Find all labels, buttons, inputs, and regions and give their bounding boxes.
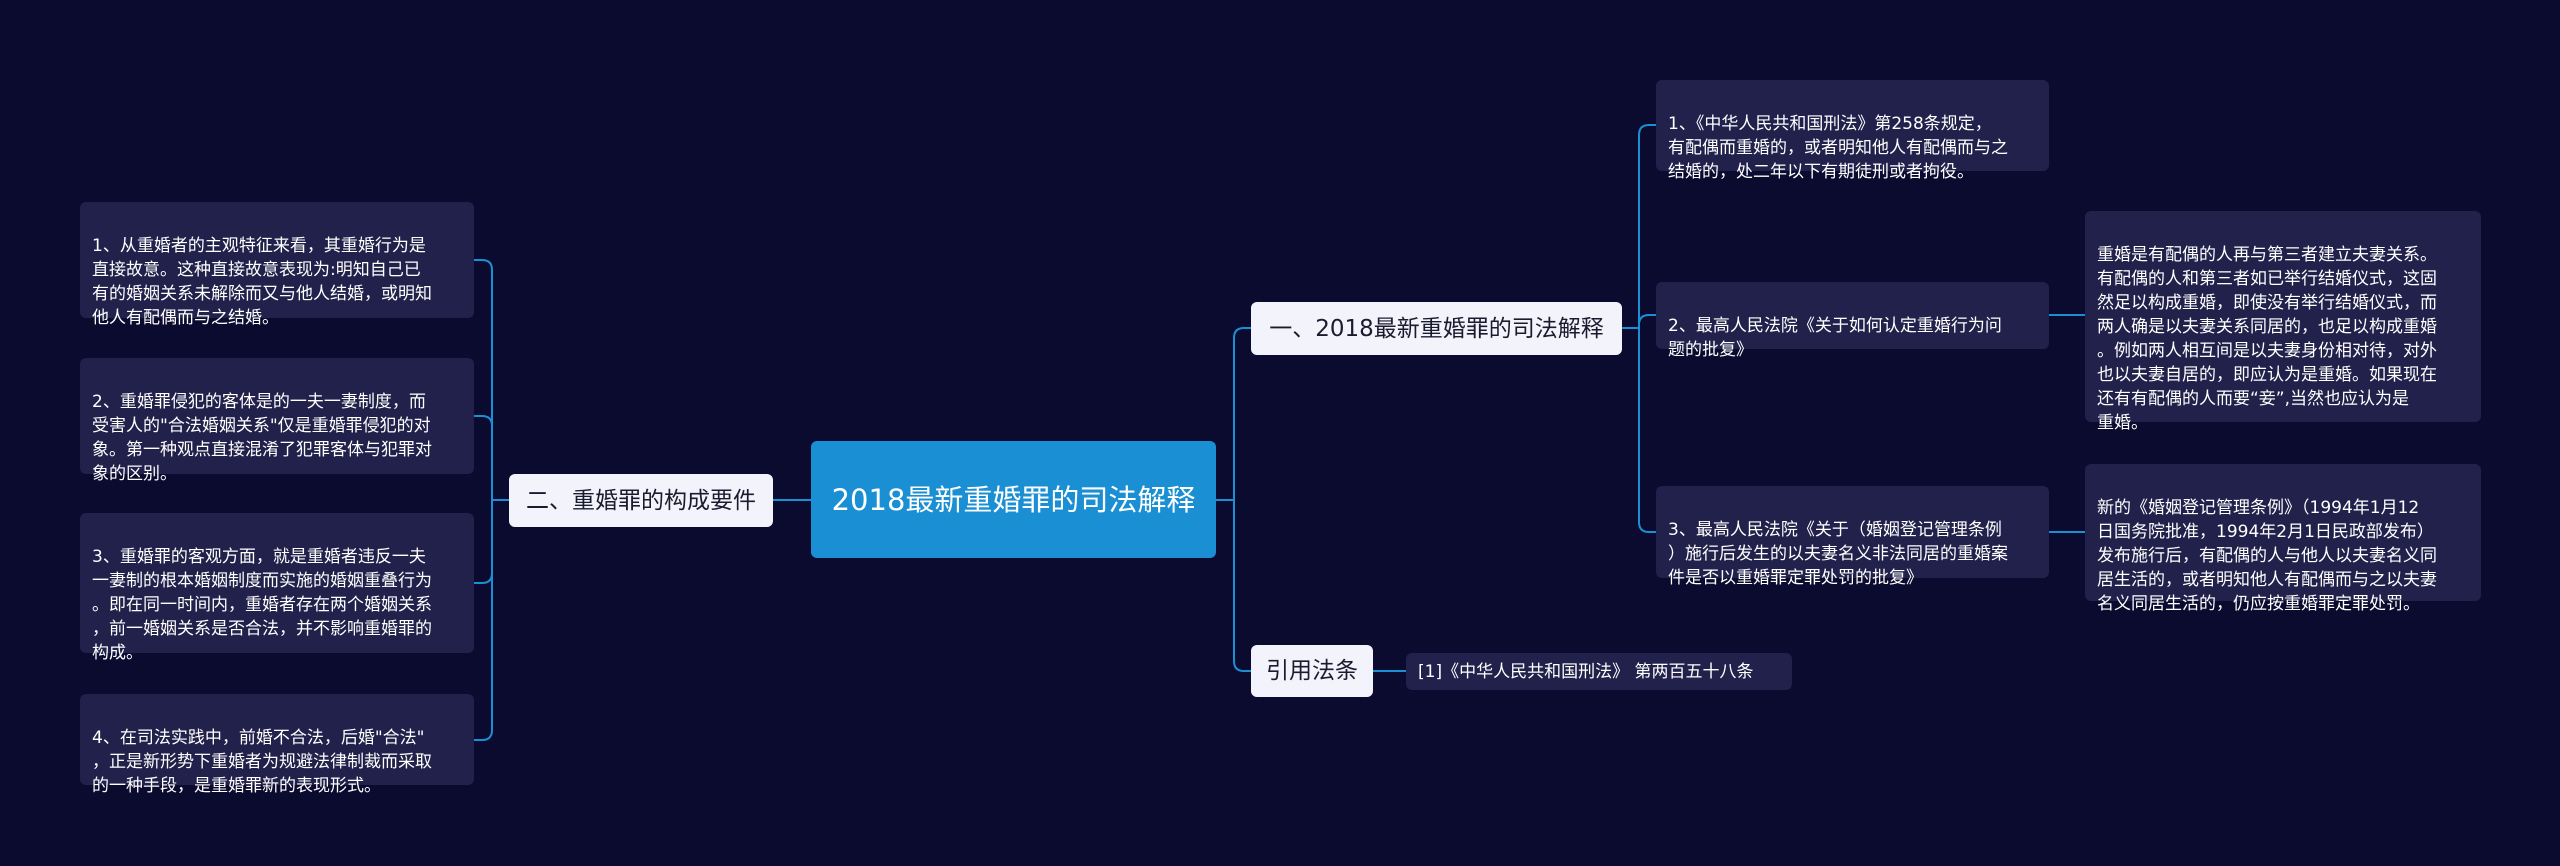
root-topic[interactable]: 2018最新重婚罪的司法解释 bbox=[811, 441, 1216, 558]
leaf-objective-aspect[interactable]: 3、重婚罪的客观方面，就是重婚者违反一夫 一妻制的根本婚姻制度而实施的婚姻重叠行… bbox=[80, 513, 474, 663]
branch-cited-law[interactable]: 引用法条 bbox=[1251, 645, 1373, 697]
leaf-text: 2、最高人民法院《关于如何认定重婚行为问 题的批复》 bbox=[1668, 316, 2002, 360]
leaf-bigamy-definition-detail[interactable]: 重婚是有配偶的人再与第三者建立夫妻关系。 有配偶的人和第三者如已举行结婚仪式，这… bbox=[2085, 211, 2481, 433]
judicial-link-2 bbox=[1638, 328, 1656, 533]
leaf-judicial-practice[interactable]: 4、在司法实践中，前婚不合法，后婚"合法" ，正是新形势下重婚者为规避法律制裁而… bbox=[80, 694, 474, 796]
elements-link-3 bbox=[474, 500, 493, 741]
leaf-text: 1、从重婚者的主观特征来看，其重婚行为是 直接故意。这种直接故意表现为:明知自己… bbox=[92, 236, 432, 328]
elements-link-1 bbox=[474, 415, 493, 500]
leaf-text: 3、重婚罪的客观方面，就是重婚者违反一夫 一妻制的根本婚姻制度而实施的婚姻重叠行… bbox=[92, 547, 432, 663]
leaf-text: 重婚是有配偶的人再与第三者建立夫妻关系。 有配偶的人和第三者如已举行结婚仪式，这… bbox=[2097, 245, 2437, 433]
leaf-text: 4、在司法实践中，前婚不合法，后婚"合法" ，正是新形势下重婚者为规避法律制裁而… bbox=[92, 728, 432, 796]
leaf-reply-bigamy-definition[interactable]: 2、最高人民法院《关于如何认定重婚行为问 题的批复》 bbox=[1656, 282, 2049, 360]
leaf-reply-cohabitation[interactable]: 3、最高人民法院《关于（婚姻登记管理条例 ）施行后发生的以夫妻名义非法同居的重婚… bbox=[1656, 486, 2049, 588]
leaf-text: 新的《婚姻登记管理条例》（1994年1月12 日国务院批准，1994年2月1日民… bbox=[2097, 498, 2437, 614]
leaf-text: 1、《中华人民共和国刑法》第258条规定， 有配偶而重婚的，或者明知他人有配偶而… bbox=[1668, 114, 2008, 182]
root-topic-label: 2018最新重婚罪的司法解释 bbox=[831, 482, 1196, 517]
root-right-link-1 bbox=[1233, 500, 1251, 672]
leaf-criminal-law-article[interactable]: 1、《中华人民共和国刑法》第258条规定， 有配偶而重婚的，或者明知他人有配偶而… bbox=[1656, 80, 2049, 182]
judicial-link-1 bbox=[1638, 314, 1656, 328]
leaf-text: [1]《中华人民共和国刑法》 第两百五十八条 bbox=[1418, 661, 1754, 682]
leaf-object-aspect[interactable]: 2、重婚罪侵犯的客体是的一夫一妻制度，而 受害人的"合法婚姻关系"仅是重婚罪侵犯… bbox=[80, 358, 474, 484]
branch-constituent-elements[interactable]: 二、重婚罪的构成要件 bbox=[509, 474, 773, 527]
root-right-link-0 bbox=[1233, 327, 1251, 500]
elements-link-0 bbox=[474, 259, 493, 500]
branch-label: 一、2018最新重婚罪的司法解释 bbox=[1269, 315, 1604, 342]
branch-label: 引用法条 bbox=[1266, 658, 1358, 684]
branch-label: 二、重婚罪的构成要件 bbox=[526, 487, 756, 514]
leaf-subjective-aspect[interactable]: 1、从重婚者的主观特征来看，其重婚行为是 直接故意。这种直接故意表现为:明知自己… bbox=[80, 202, 474, 328]
leaf-text: 3、最高人民法院《关于（婚姻登记管理条例 ）施行后发生的以夫妻名义非法同居的重婚… bbox=[1668, 520, 2008, 588]
leaf-cited-article[interactable]: [1]《中华人民共和国刑法》 第两百五十八条 bbox=[1406, 653, 1792, 690]
judicial-link-0 bbox=[1638, 124, 1656, 328]
branch-judicial-interpretation[interactable]: 一、2018最新重婚罪的司法解释 bbox=[1251, 302, 1622, 355]
leaf-cohabitation-detail[interactable]: 新的《婚姻登记管理条例》（1994年1月12 日国务院批准，1994年2月1日民… bbox=[2085, 464, 2481, 614]
elements-link-2 bbox=[474, 500, 493, 584]
leaf-text: 2、重婚罪侵犯的客体是的一夫一妻制度，而 受害人的"合法婚姻关系"仅是重婚罪侵犯… bbox=[92, 392, 432, 484]
